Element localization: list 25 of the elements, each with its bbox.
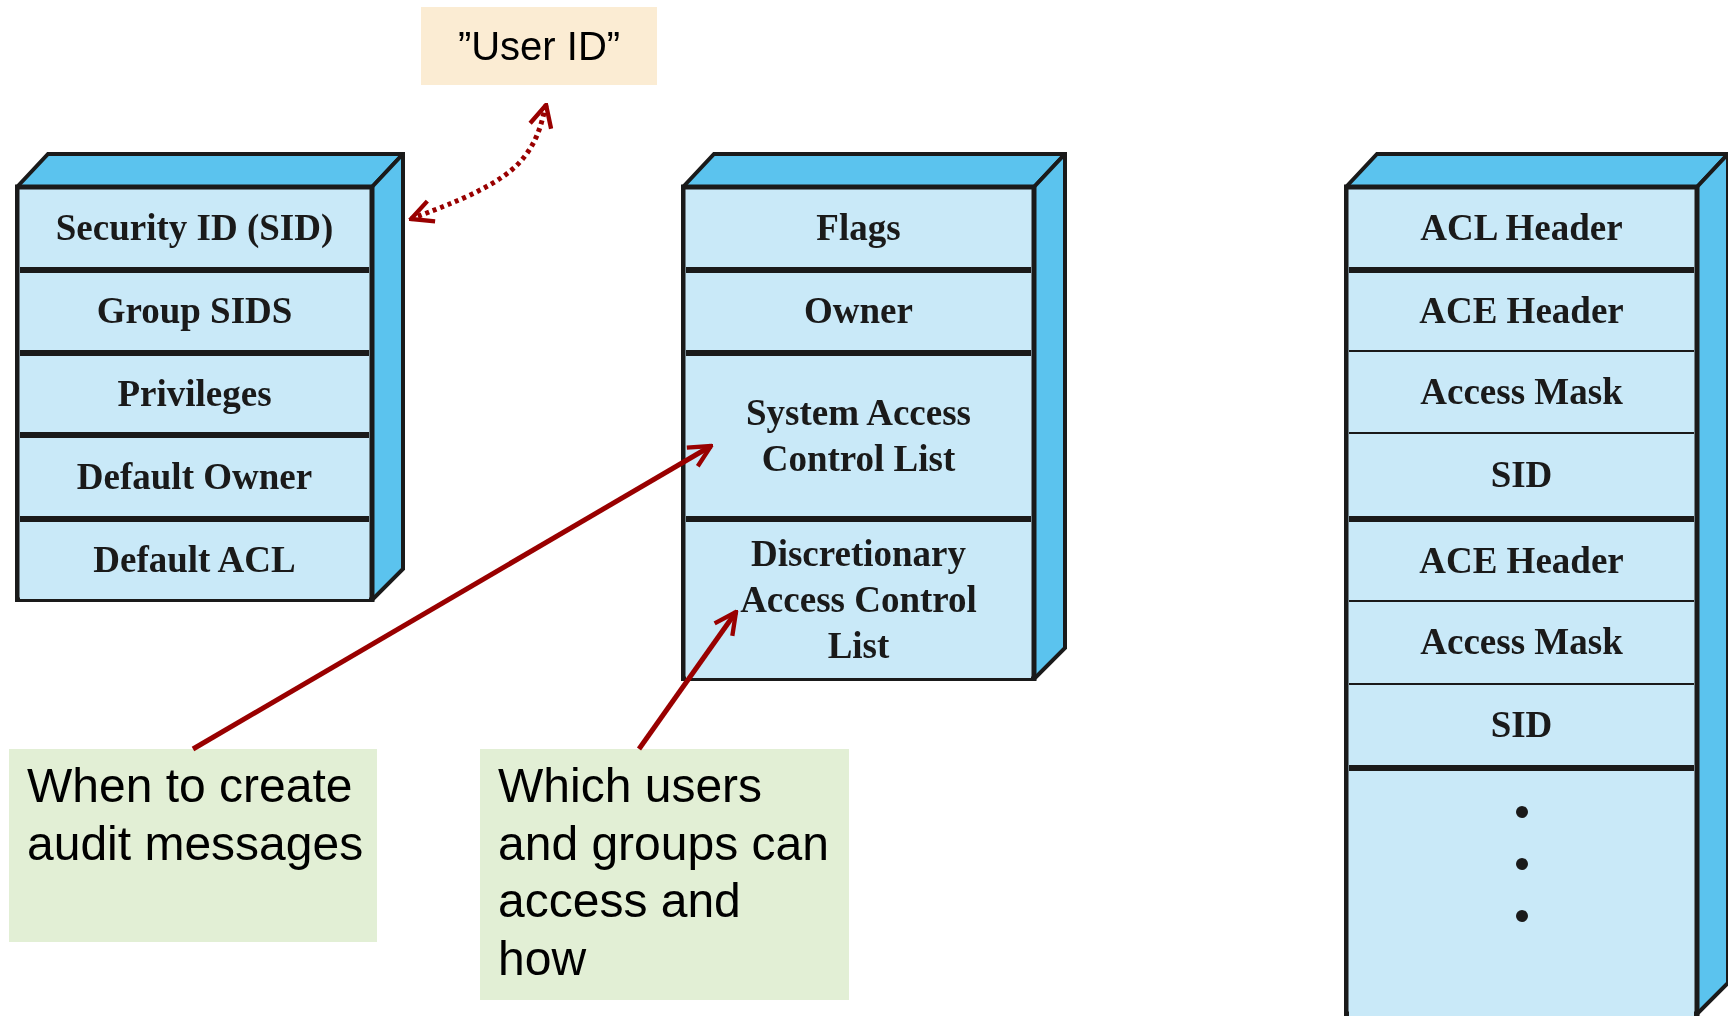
field-label: Access Mask <box>1420 620 1623 665</box>
field-label: Discretionary Access Control List <box>739 531 978 669</box>
field-label: Security ID (SID) <box>55 206 334 251</box>
field-label: Owner <box>804 289 913 334</box>
field-label: Flags <box>816 206 901 251</box>
field-label: SID <box>1490 702 1553 747</box>
arrow <box>636 609 739 751</box>
field-row <box>686 516 1031 678</box>
note-box: Which users and groups can access and how <box>480 749 849 1000</box>
field-label: Group SIDS <box>96 289 293 334</box>
field-label: Privileges <box>117 371 272 416</box>
field-label: Default ACL <box>93 538 296 583</box>
field-label: ACL Header <box>1420 206 1623 251</box>
field-label: SID <box>1490 452 1553 497</box>
arrow <box>191 443 714 752</box>
field-label: Access Mask <box>1420 369 1623 414</box>
field-row <box>1349 765 1694 1016</box>
field-row <box>20 516 369 599</box>
note-box: When to create audit messages <box>9 749 377 942</box>
field-label: ACE Header <box>1419 538 1624 583</box>
field-label: ACE Header <box>1419 289 1624 334</box>
arrow <box>408 102 554 224</box>
field-label: Default Owner <box>76 454 313 499</box>
callout-box: ”User ID” <box>421 7 657 85</box>
field-label: System Access Control List <box>744 390 972 481</box>
